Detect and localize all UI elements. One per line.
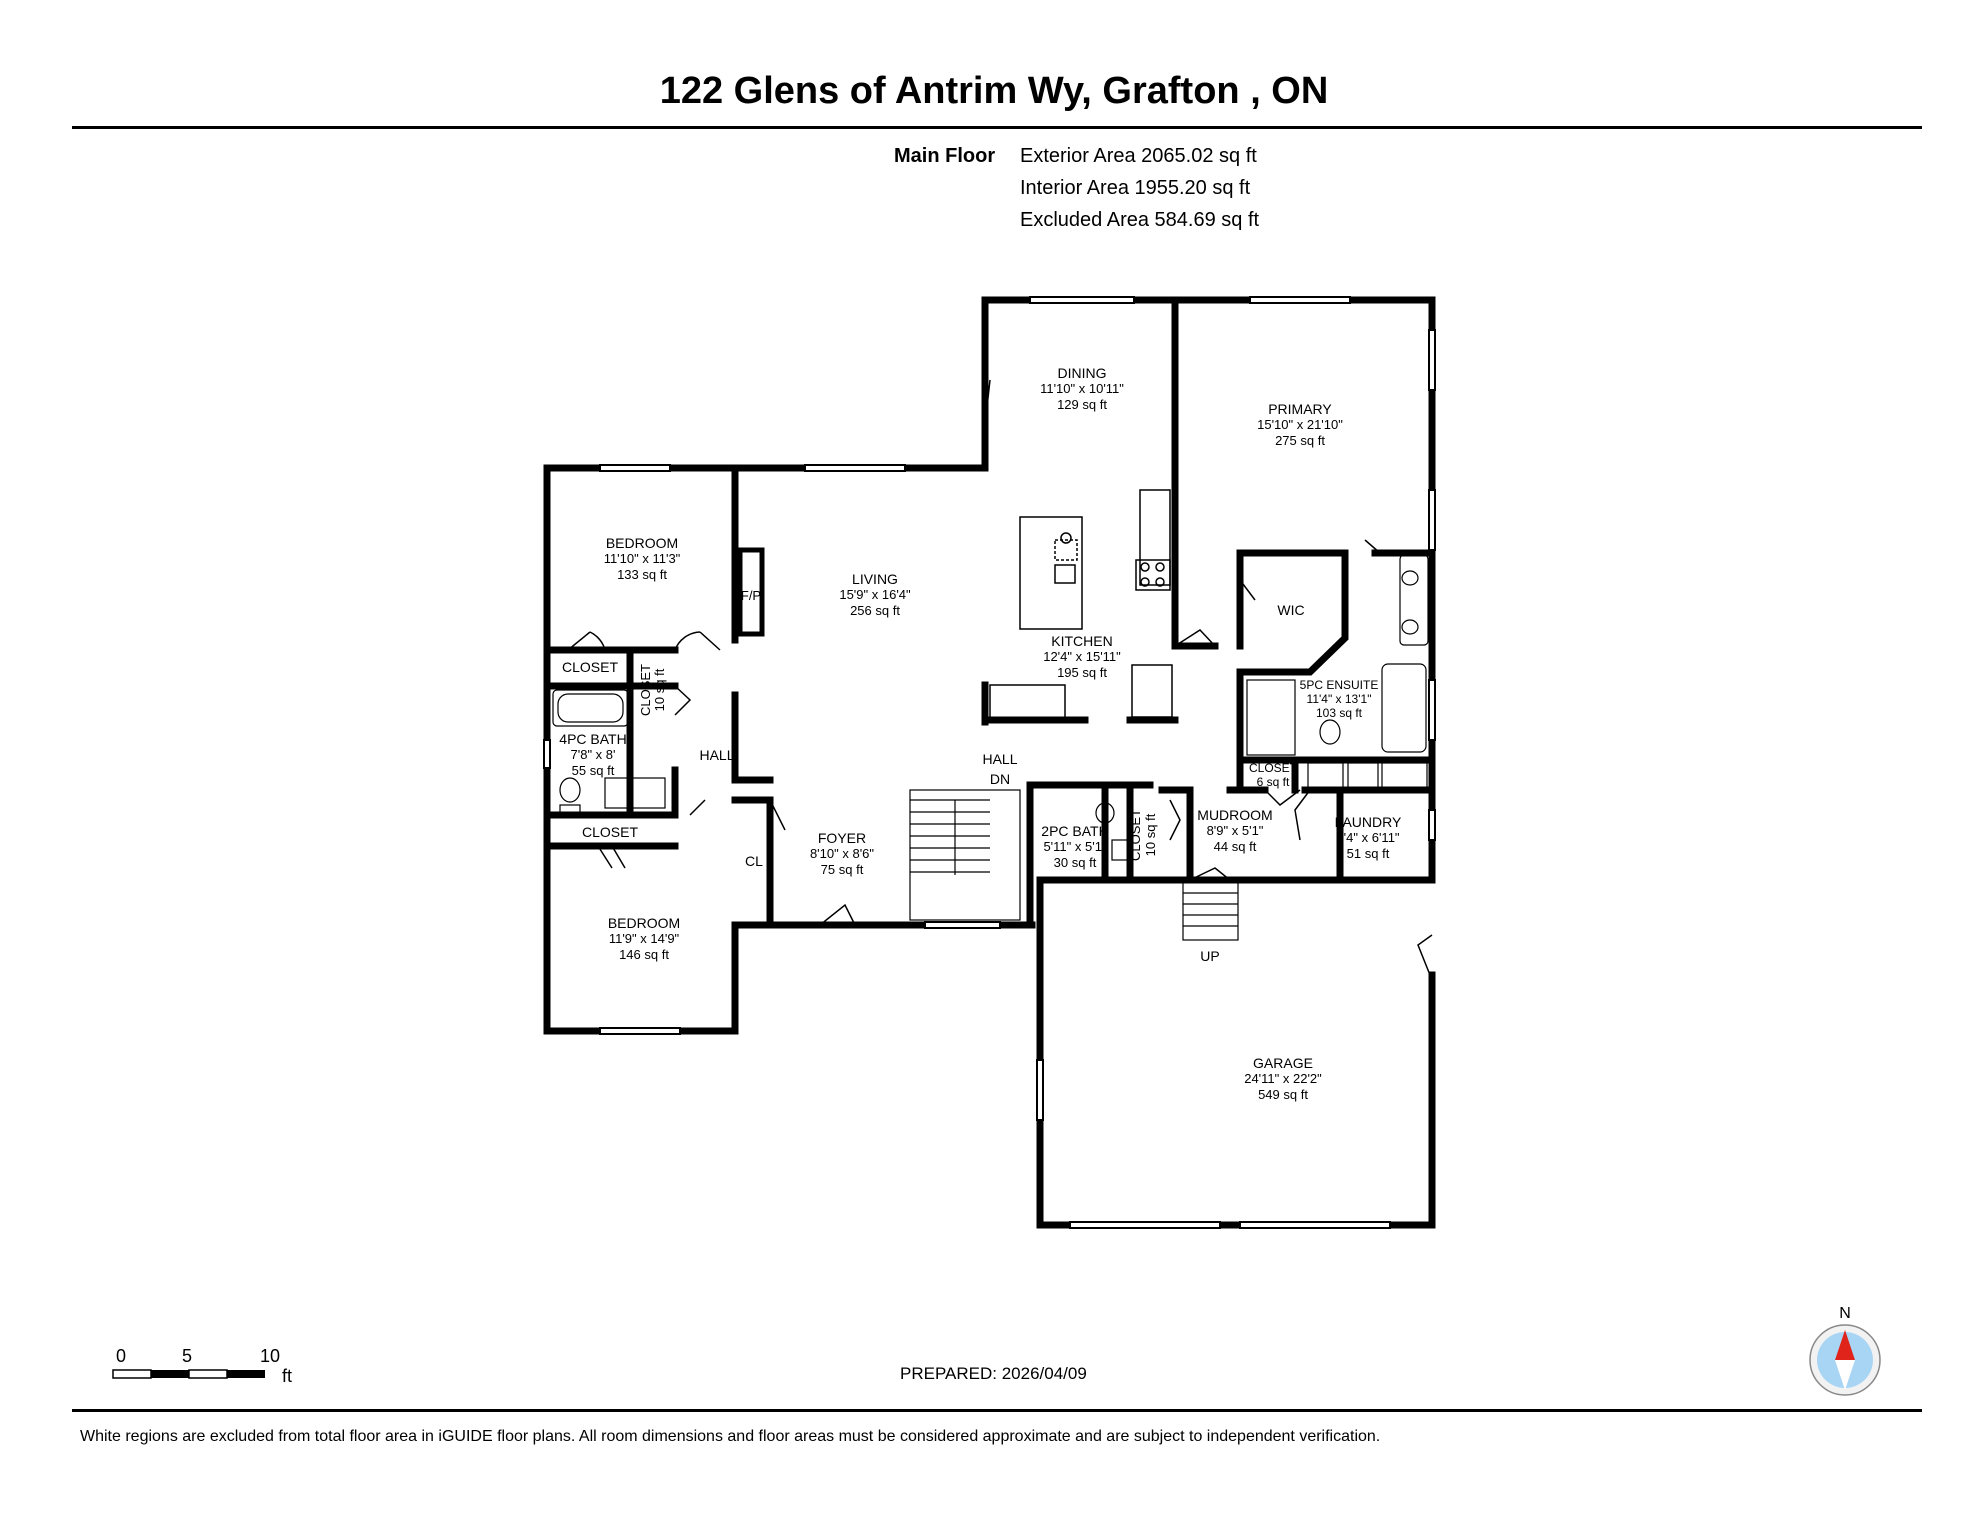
- doors: [567, 379, 1433, 976]
- scale-tick-10: 10: [260, 1346, 280, 1366]
- room-closet-upper: CLOSET: [562, 659, 618, 675]
- svg-text:LIVING: LIVING: [852, 571, 898, 587]
- svg-text:DINING: DINING: [1058, 365, 1107, 381]
- room-cl: CL: [745, 853, 763, 869]
- svg-text:11'9" x 14'9": 11'9" x 14'9": [609, 931, 680, 946]
- room-foyer: FOYER 8'10" x 8'6" 75 sq ft: [810, 830, 874, 877]
- svg-text:MUDROOM: MUDROOM: [1197, 807, 1272, 823]
- svg-text:BEDROOM: BEDROOM: [608, 915, 680, 931]
- svg-text:129 sq ft: 129 sq ft: [1057, 397, 1107, 412]
- svg-text:5PC ENSUITE: 5PC ENSUITE: [1300, 678, 1379, 692]
- svg-text:8'9" x 5'1": 8'9" x 5'1": [1207, 823, 1264, 838]
- floor-label: Main Floor: [894, 145, 996, 167]
- svg-text:12'4" x 15'11": 12'4" x 15'11": [1043, 649, 1121, 664]
- svg-text:5'11" x 5'1": 5'11" x 5'1": [1043, 839, 1106, 854]
- svg-text:44 sq ft: 44 sq ft: [1214, 839, 1257, 854]
- svg-text:24'11" x 22'2": 24'11" x 22'2": [1244, 1071, 1322, 1086]
- header-rule: [72, 126, 1922, 129]
- svg-text:BEDROOM: BEDROOM: [606, 535, 678, 551]
- windows: [543, 296, 1436, 1229]
- room-ensuite: 5PC ENSUITE 11'4" x 13'1" 103 sq ft: [1300, 678, 1379, 720]
- svg-text:15'10" x 21'10": 15'10" x 21'10": [1257, 417, 1343, 432]
- room-closet-ensuite: CLOSET 6 sq ft: [1249, 761, 1298, 789]
- exterior-area: Exterior Area 2065.02 sq ft: [1020, 145, 1257, 167]
- svg-text:10 sq ft: 10 sq ft: [1143, 813, 1158, 856]
- svg-text:11'10" x 10'11": 11'10" x 10'11": [1040, 381, 1124, 396]
- svg-text:55 sq ft: 55 sq ft: [572, 763, 615, 778]
- svg-text:146 sq ft: 146 sq ft: [619, 947, 669, 962]
- room-4pc-bath: 4PC BATH 7'8" x 8' 55 sq ft: [559, 731, 626, 778]
- svg-text:PRIMARY: PRIMARY: [1268, 401, 1332, 417]
- svg-text:GARAGE: GARAGE: [1253, 1055, 1313, 1071]
- room-wic: WIC: [1277, 602, 1304, 618]
- svg-text:CLOSET: CLOSET: [638, 664, 653, 716]
- svg-text:195 sq ft: 195 sq ft: [1057, 665, 1107, 680]
- north-compass: N: [1805, 1300, 1885, 1405]
- svg-text:11'10" x 11'3": 11'10" x 11'3": [604, 551, 681, 566]
- fireplace-label: F/P: [741, 588, 761, 603]
- excluded-area: Excluded Area 584.69 sq ft: [1020, 209, 1260, 231]
- svg-text:7'4" x 6'11": 7'4" x 6'11": [1336, 830, 1399, 845]
- interior-area: Interior Area 1955.20 sq ft: [1020, 177, 1251, 199]
- room-closet-lower: CLOSET: [582, 824, 638, 840]
- svg-text:LAUNDRY: LAUNDRY: [1335, 814, 1402, 830]
- svg-text:256 sq ft: 256 sq ft: [850, 603, 900, 618]
- room-bedroom-lower: BEDROOM 11'9" x 14'9" 146 sq ft: [608, 915, 680, 962]
- svg-text:133 sq ft: 133 sq ft: [617, 567, 667, 582]
- svg-text:15'9" x 16'4": 15'9" x 16'4": [839, 587, 911, 602]
- scale-tick-0: 0: [116, 1346, 126, 1366]
- disclaimer: White regions are excluded from total fl…: [80, 1428, 1381, 1445]
- room-hall-left: HALL: [699, 747, 734, 763]
- scale-bar: 0 5 10 ft: [112, 1340, 312, 1395]
- stairs: [909, 789, 1239, 941]
- svg-text:30 sq ft: 30 sq ft: [1054, 855, 1097, 870]
- prepared-date: PREPARED: 2026/04/09: [900, 1364, 1087, 1383]
- svg-text:8'10" x 8'6": 8'10" x 8'6": [810, 846, 874, 861]
- bath-fixtures: [552, 554, 1429, 861]
- svg-text:KITCHEN: KITCHEN: [1051, 633, 1112, 649]
- svg-text:549 sq ft: 549 sq ft: [1258, 1087, 1308, 1102]
- svg-text:6 sq ft: 6 sq ft: [1257, 775, 1290, 789]
- stairs-up-label: UP: [1200, 948, 1219, 964]
- room-2pc-bath: 2PC BATH 5'11" x 5'1" 30 sq ft: [1041, 823, 1108, 870]
- room-hall-center: HALL DN: [982, 751, 1017, 787]
- footer-rule: [72, 1409, 1922, 1412]
- svg-text:7'8" x 8': 7'8" x 8': [571, 747, 616, 762]
- room-closet-mud: CLOSET 10 sq ft: [1128, 809, 1158, 861]
- svg-text:10 sq ft: 10 sq ft: [652, 668, 667, 711]
- page-title: 122 Glens of Antrim Wy, Grafton , ON: [659, 70, 1329, 112]
- room-primary: PRIMARY 15'10" x 21'10" 275 sq ft: [1257, 401, 1343, 448]
- room-dining: DINING 11'10" x 10'11" 129 sq ft: [1040, 365, 1124, 412]
- svg-text:75 sq ft: 75 sq ft: [821, 862, 864, 877]
- room-closet-vertical: CLOSET 10 sq ft: [638, 664, 667, 716]
- svg-text:DN: DN: [990, 771, 1010, 787]
- room-kitchen: KITCHEN 12'4" x 15'11" 195 sq ft: [1043, 633, 1121, 680]
- room-bedroom-upper: BEDROOM 11'10" x 11'3" 133 sq ft: [604, 535, 681, 582]
- svg-text:CLOSET: CLOSET: [1249, 761, 1298, 775]
- svg-text:4PC BATH: 4PC BATH: [559, 731, 626, 747]
- room-mudroom: MUDROOM 8'9" x 5'1" 44 sq ft: [1197, 807, 1272, 854]
- scale-unit: ft: [282, 1366, 292, 1386]
- room-living: LIVING 15'9" x 16'4" 256 sq ft: [839, 571, 911, 618]
- svg-text:HALL: HALL: [982, 751, 1017, 767]
- svg-text:11'4" x 13'1": 11'4" x 13'1": [1307, 692, 1372, 706]
- svg-text:CLOSET: CLOSET: [1128, 809, 1143, 861]
- svg-text:275 sq ft: 275 sq ft: [1275, 433, 1325, 448]
- svg-text:51 sq ft: 51 sq ft: [1347, 846, 1390, 861]
- svg-text:FOYER: FOYER: [818, 830, 866, 846]
- compass-n-label: N: [1839, 1305, 1851, 1322]
- scale-tick-5: 5: [182, 1346, 192, 1366]
- svg-text:2PC BATH: 2PC BATH: [1041, 823, 1108, 839]
- svg-text:103 sq ft: 103 sq ft: [1316, 706, 1363, 720]
- room-garage: GARAGE 24'11" x 22'2" 549 sq ft: [1244, 1055, 1322, 1102]
- kitchen-fixtures: [989, 489, 1173, 721]
- room-laundry: LAUNDRY 7'4" x 6'11" 51 sq ft: [1335, 814, 1402, 861]
